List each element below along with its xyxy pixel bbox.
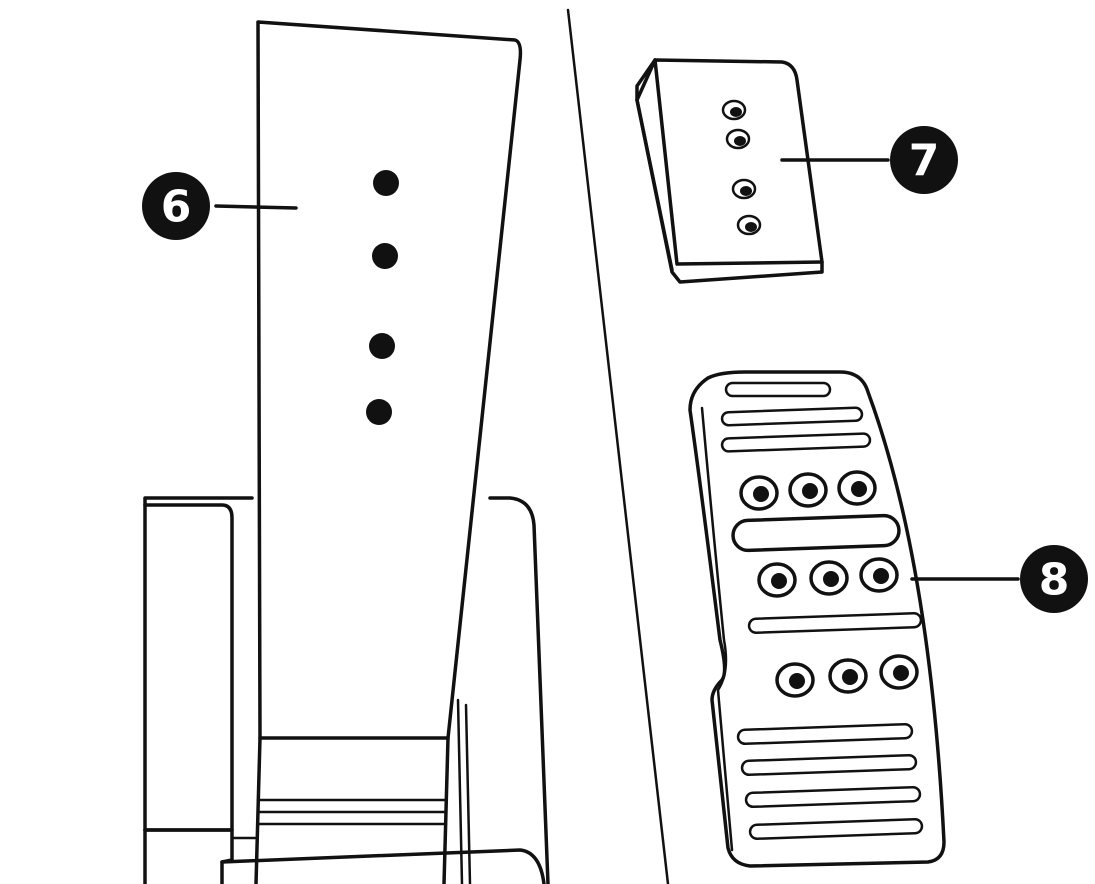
arm-hole [366, 399, 392, 425]
callout-label-6: 6 [161, 182, 192, 233]
small-pad-holes [721, 99, 762, 236]
arm-hole [372, 243, 398, 269]
pedal-arm [254, 20, 523, 884]
callout-label-7: 7 [909, 136, 940, 187]
callout-6: 6 [142, 172, 298, 240]
panel-divider [566, 8, 670, 884]
large-pad-holes [775, 654, 919, 698]
pedal-base [143, 496, 550, 884]
callout-7: 7 [780, 126, 958, 194]
callout-8: 8 [910, 545, 1088, 613]
small-pedal-pad [635, 58, 824, 284]
arm-hole [373, 170, 399, 196]
callout-label-8: 8 [1039, 555, 1070, 606]
arm-hole [369, 333, 395, 359]
large-pedal-pad [688, 370, 946, 868]
large-pad-holes [757, 557, 899, 598]
large-pad-holes [739, 470, 877, 511]
